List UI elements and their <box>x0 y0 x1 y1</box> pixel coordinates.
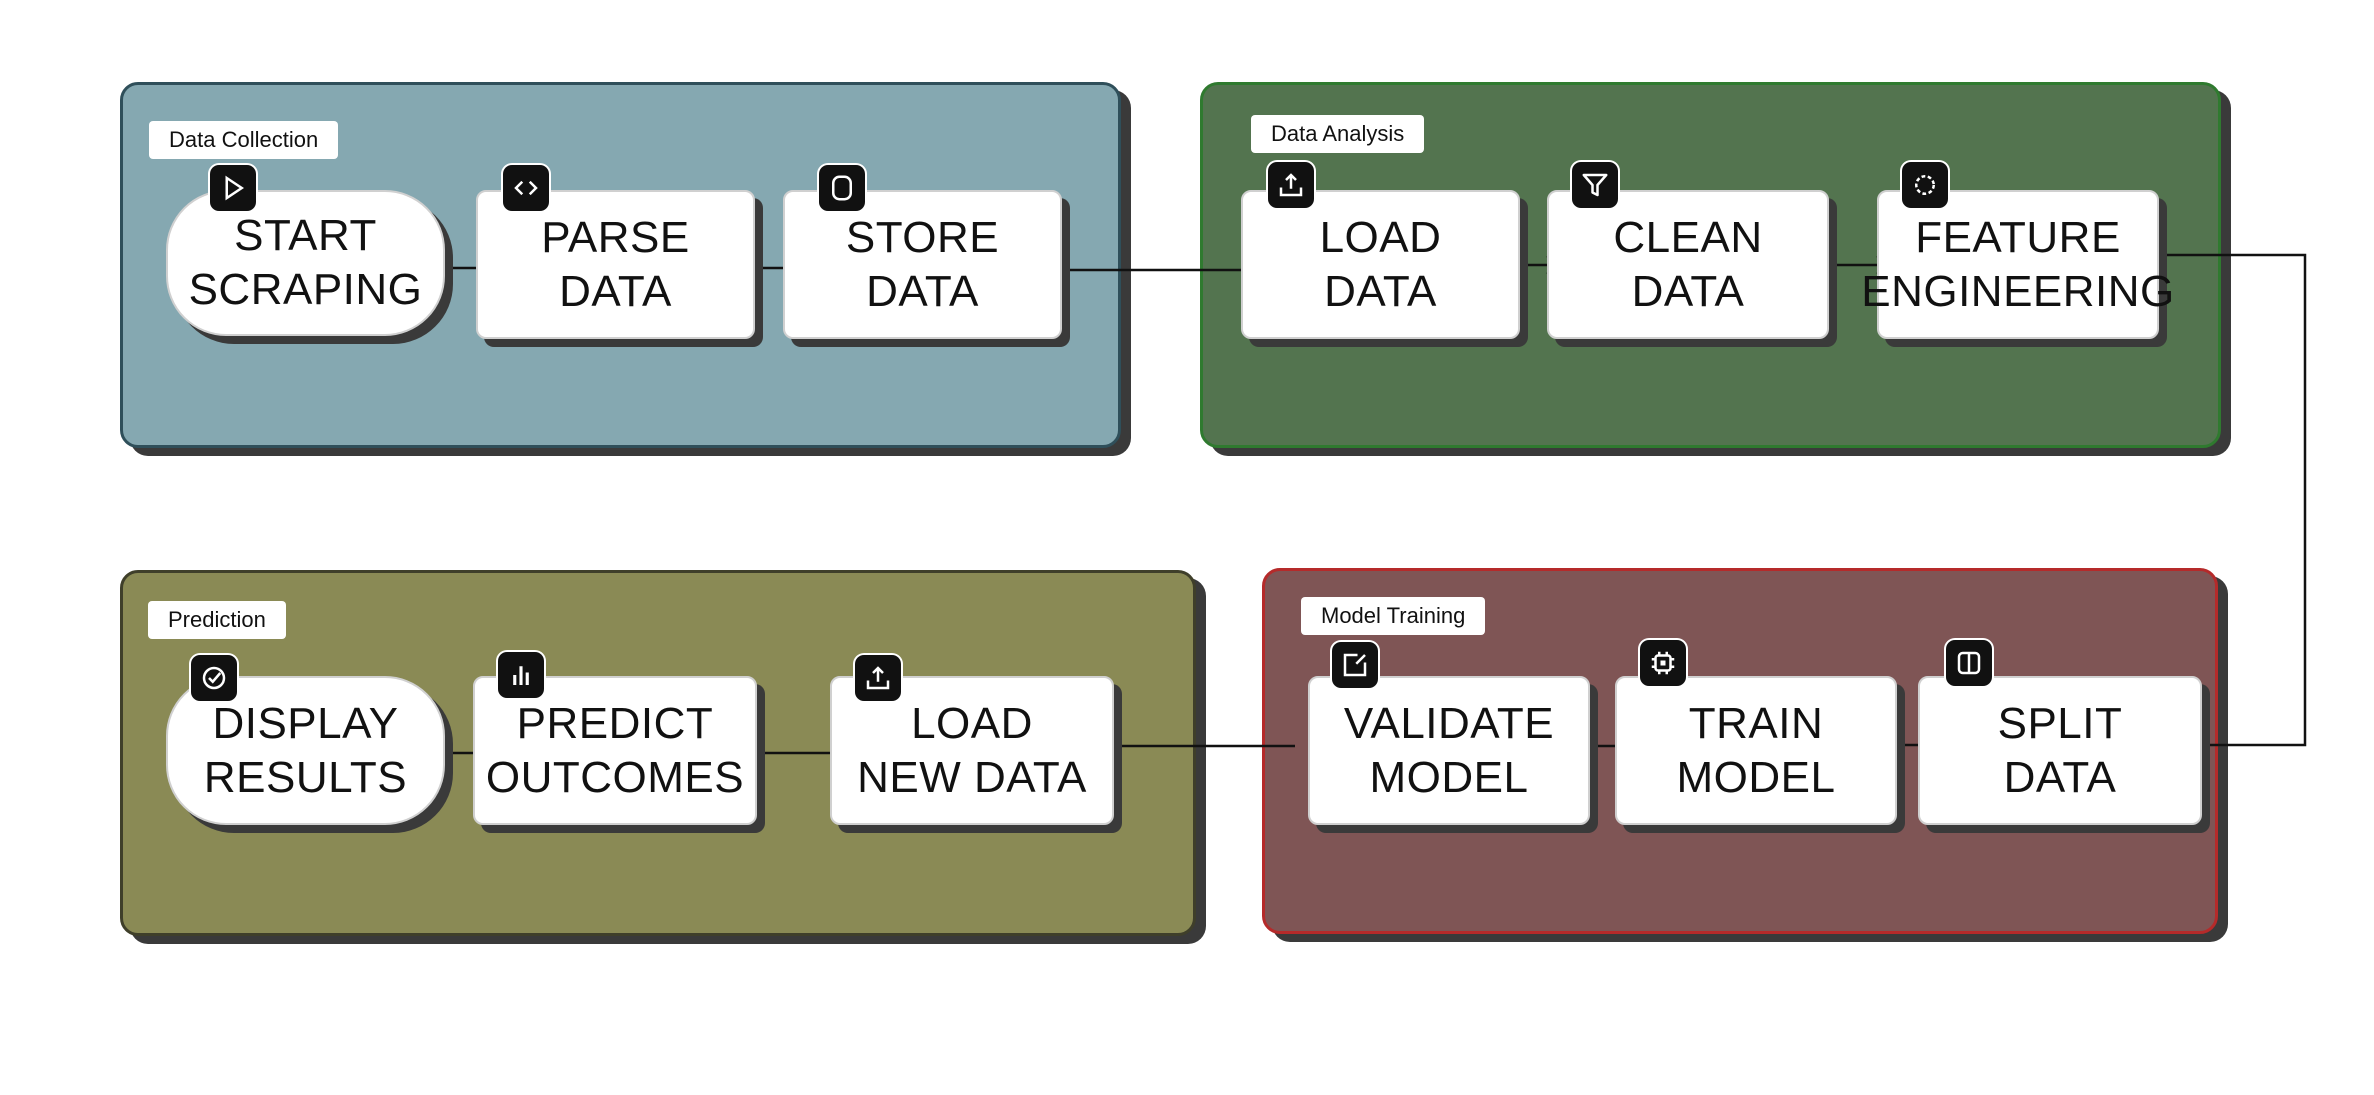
chip-icon <box>1640 640 1686 686</box>
filter-icon <box>1572 162 1618 208</box>
group-label-model-training: Model Training <box>1301 597 1486 635</box>
check-circle-icon <box>191 655 237 701</box>
node-label: VALIDATE MODEL <box>1343 698 1555 802</box>
node-label: FEATURE ENGINEERING <box>1861 212 2175 316</box>
node-label: PREDICT OUTCOMES <box>485 698 745 802</box>
upload-icon <box>1268 162 1314 208</box>
node-label: TRAIN MODEL <box>1676 698 1836 802</box>
database-icon <box>819 165 865 211</box>
columns-icon <box>1946 640 1992 686</box>
node-label: START SCRAPING <box>188 211 423 314</box>
node-feature-engineering[interactable]: FEATURE ENGINEERING <box>1861 190 2174 339</box>
node-parse-data[interactable]: PARSE DATA <box>476 190 755 339</box>
group-label-data-collection: Data Collection <box>149 121 339 159</box>
node-label: STORE DATA <box>845 212 1000 316</box>
play-icon <box>210 165 256 211</box>
node-predict-outcomes[interactable]: PREDICT OUTCOMES <box>473 676 757 825</box>
node-split-data[interactable]: SPLIT DATA <box>1918 676 2202 825</box>
node-label: SPLIT DATA <box>1997 698 2123 802</box>
gear-icon <box>1902 162 1948 208</box>
bar-chart-icon <box>498 652 544 698</box>
node-train-model[interactable]: TRAIN MODEL <box>1615 676 1897 825</box>
node-label: CLEAN DATA <box>1613 212 1763 316</box>
external-check-icon <box>1332 642 1378 688</box>
group-label-prediction: Prediction <box>148 601 286 639</box>
node-clean-data[interactable]: CLEAN DATA <box>1547 190 1829 339</box>
group-label-data-analysis: Data Analysis <box>1251 115 1425 153</box>
node-label: PARSE DATA <box>541 212 690 316</box>
node-load-data[interactable]: LOAD DATA <box>1241 190 1520 339</box>
node-store-data[interactable]: STORE DATA <box>783 190 1062 339</box>
node-start-scraping[interactable]: START SCRAPING <box>166 190 445 336</box>
node-display-results[interactable]: DISPLAY RESULTS <box>166 676 445 825</box>
node-label: DISPLAY RESULTS <box>203 698 408 802</box>
node-label: LOAD NEW DATA <box>857 698 1087 802</box>
node-label: LOAD DATA <box>1319 212 1442 316</box>
code-icon <box>503 165 549 211</box>
upload-icon <box>855 655 901 701</box>
node-validate-model[interactable]: VALIDATE MODEL <box>1308 676 1590 825</box>
